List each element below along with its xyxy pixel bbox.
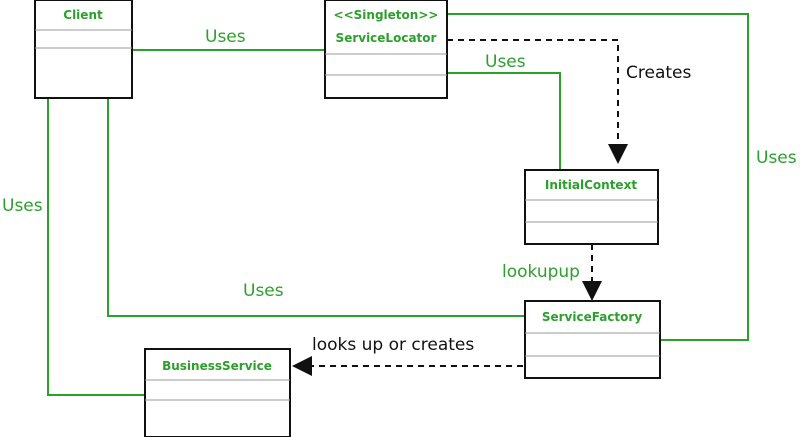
edge-locator-context <box>447 72 561 170</box>
class-service-locator-stereotype: <<Singleton>> <box>334 8 439 22</box>
class-business-service-box <box>144 348 291 437</box>
class-client-box <box>34 0 133 99</box>
class-service-locator: <<Singleton>> ServiceLocator <box>324 0 448 99</box>
edge-locator-creates <box>447 39 628 164</box>
class-business-service-name: BusinessService <box>162 359 272 373</box>
association-lines <box>47 13 749 396</box>
class-initial-context-name: InitialContext <box>545 178 637 192</box>
edge-labels: Uses Uses Creates Uses Uses Uses lookupu… <box>2 27 797 355</box>
class-client-name: Client <box>63 8 103 22</box>
label-client-business: Uses <box>2 196 43 216</box>
edge-client-business <box>47 98 145 396</box>
class-service-locator-name: ServiceLocator <box>336 31 437 45</box>
class-client: Client <box>34 0 133 99</box>
dependency-arrows <box>292 39 628 376</box>
label-context-lookup: lookupup <box>502 262 580 282</box>
class-business-service: BusinessService <box>144 348 291 437</box>
label-locator-context: Uses <box>485 52 526 72</box>
class-initial-context-box <box>524 169 659 245</box>
class-service-factory: ServiceFactory <box>524 300 661 379</box>
edge-client-factory <box>107 98 525 317</box>
class-service-factory-box <box>524 300 661 379</box>
class-service-locator-box <box>324 0 448 99</box>
label-locator-factory: Uses <box>756 148 797 168</box>
label-client-factory: Uses <box>243 281 284 301</box>
class-service-factory-name: ServiceFactory <box>542 310 642 324</box>
label-locator-creates: Creates <box>626 63 691 83</box>
label-client-locator: Uses <box>205 27 246 47</box>
class-initial-context: InitialContext <box>524 169 659 245</box>
label-factory-business: looks up or creates <box>312 335 474 355</box>
edge-locator-factory <box>447 13 749 341</box>
